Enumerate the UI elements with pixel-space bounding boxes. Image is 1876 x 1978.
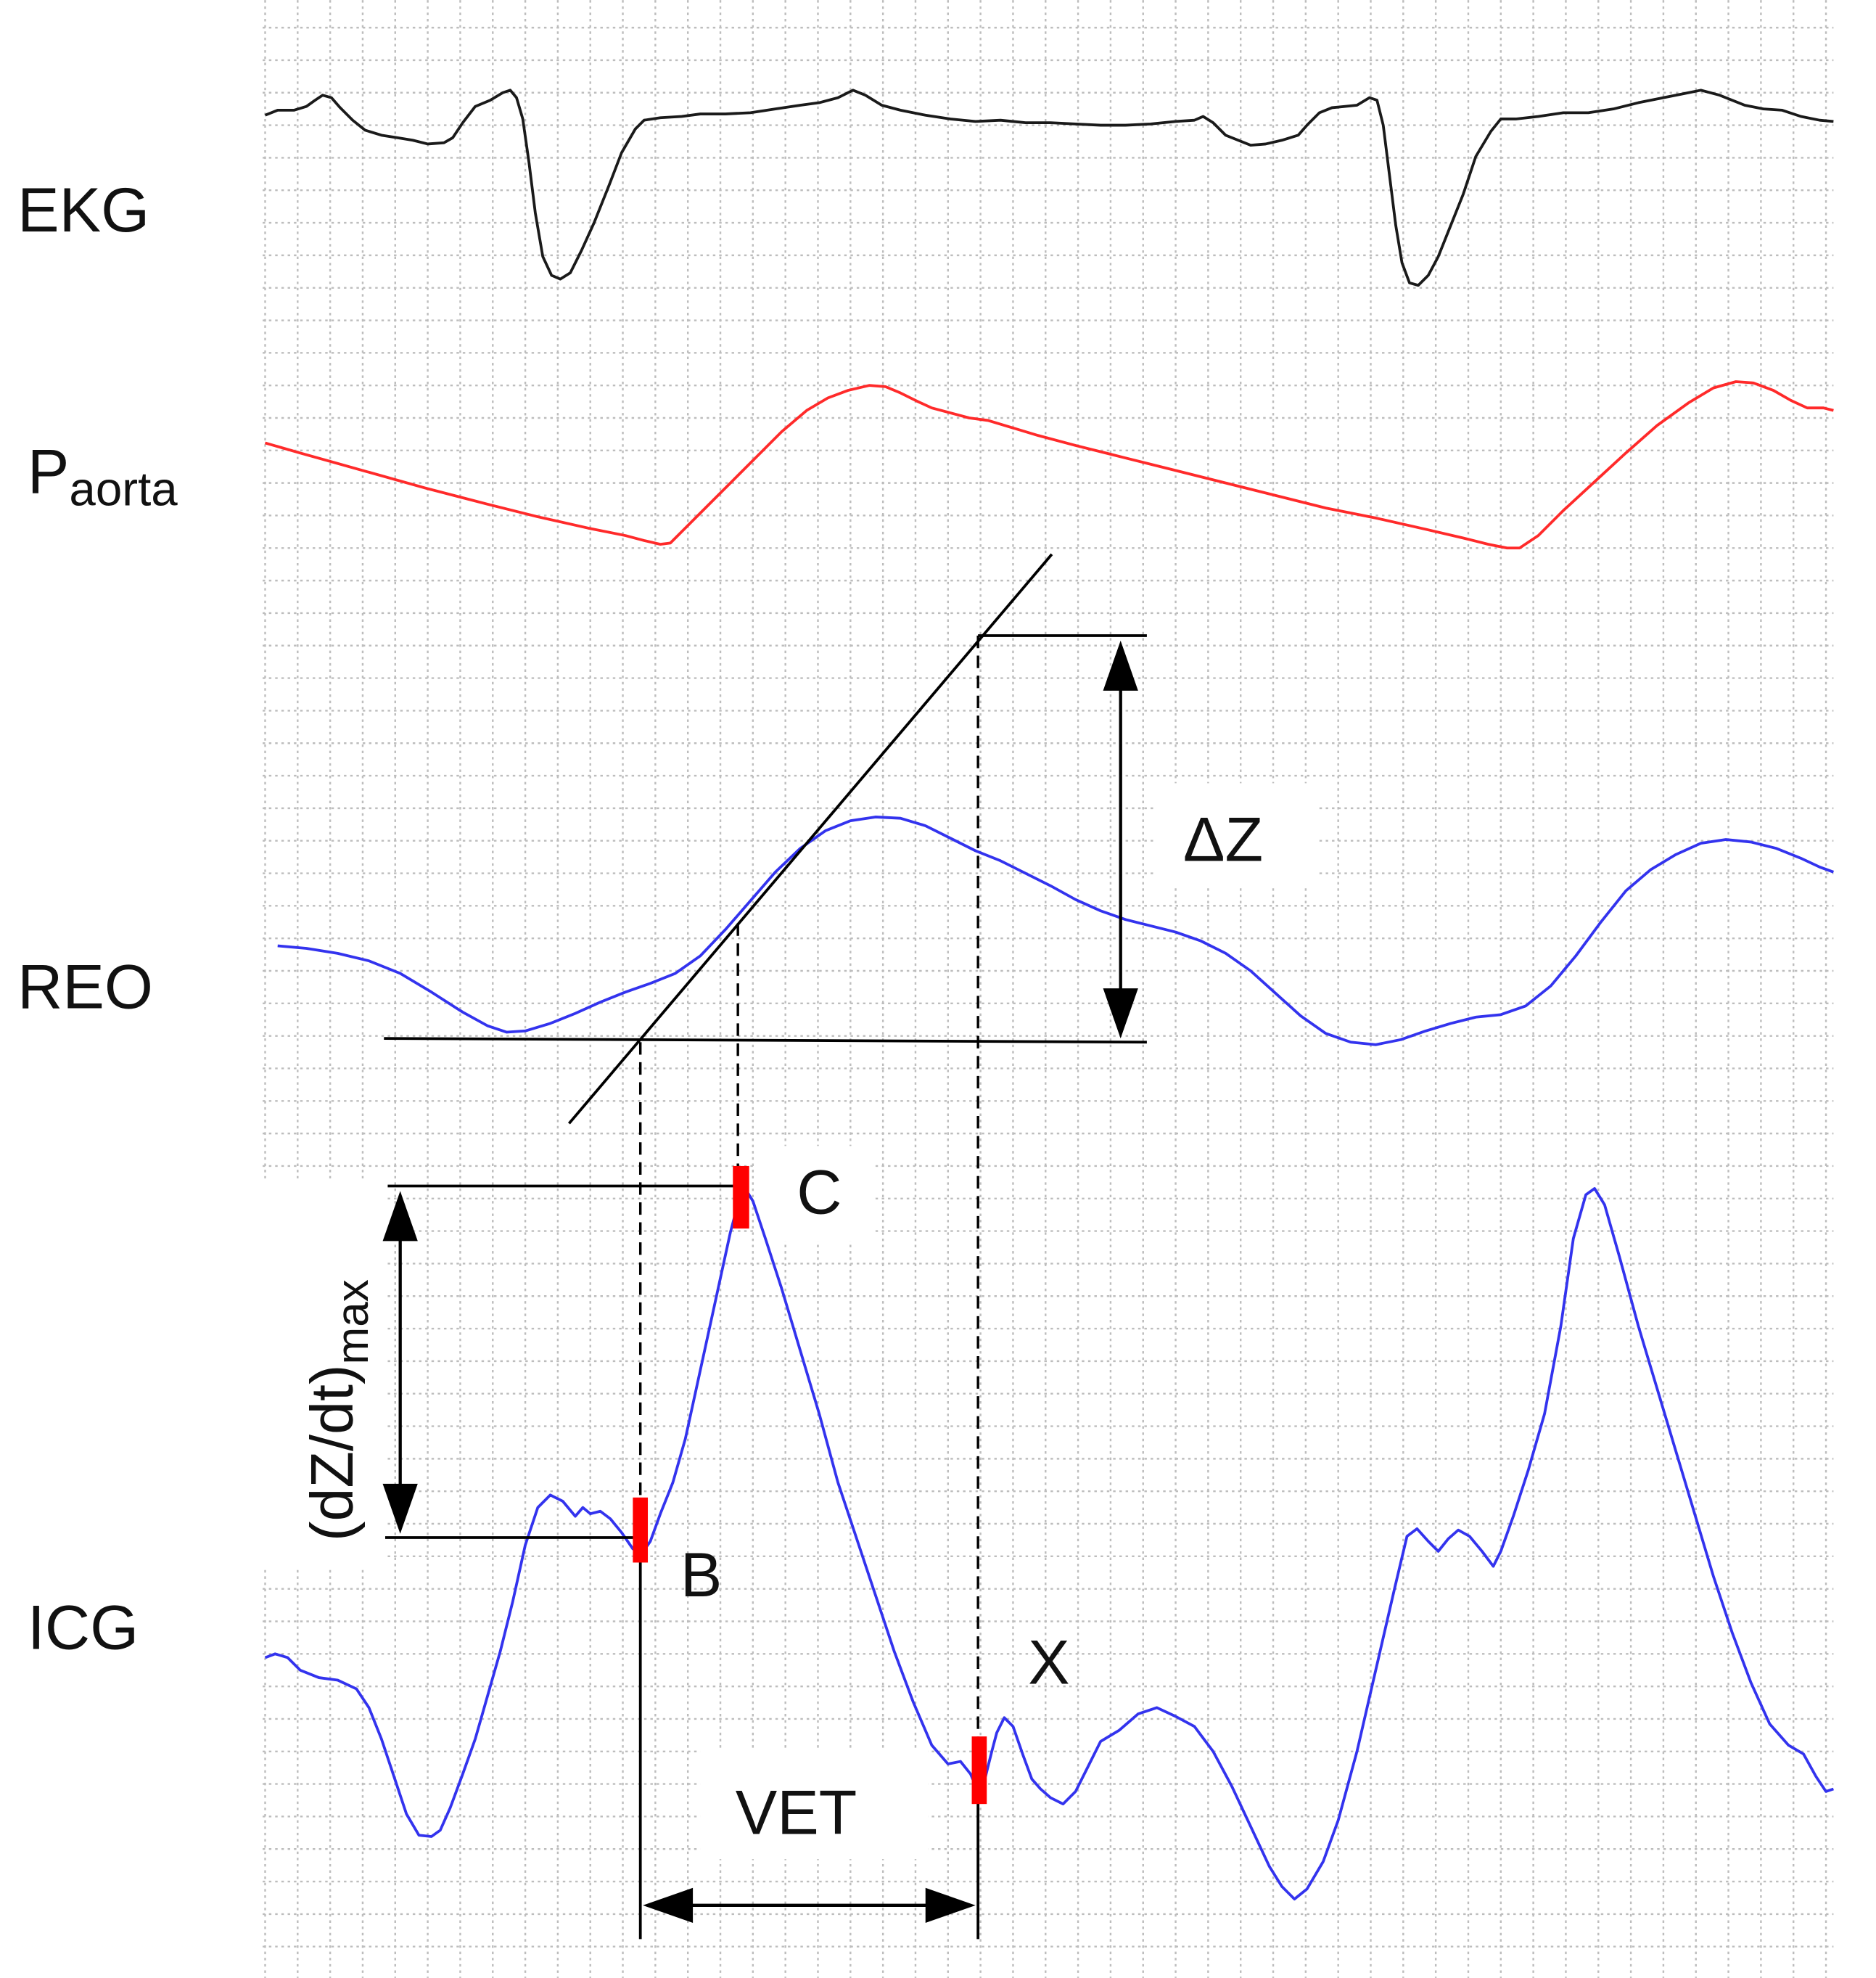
paorta-label-subscript: aorta <box>69 463 178 516</box>
marker-b <box>633 1497 649 1563</box>
marker-c <box>733 1165 749 1229</box>
point-b-label: B <box>680 1540 723 1610</box>
point-x-label: X <box>1028 1628 1069 1698</box>
delta-z-label: ΔZ <box>1183 805 1263 874</box>
measurement-arrows <box>382 640 1138 1923</box>
paorta-label: Paorta <box>28 437 178 515</box>
dashed-drop-lines <box>638 635 979 1746</box>
reo-tangent-line <box>567 553 1053 1125</box>
vet-arrow-left <box>643 1887 694 1923</box>
delta-z-arrow-up <box>1103 640 1138 691</box>
vet-arrow-right <box>925 1887 976 1923</box>
reo-baseline <box>384 1037 1147 1044</box>
reo-label: REO <box>17 953 153 1022</box>
delta-z-label-backdrop <box>1153 783 1319 886</box>
dzdt-max-label: (dZ/dt)max <box>298 1279 378 1541</box>
vet-label-backdrop <box>700 1749 929 1860</box>
dzdt-arrow-down <box>382 1483 418 1534</box>
vet-label: VET <box>736 1778 857 1848</box>
reo-trace <box>277 816 1835 1046</box>
icg-label: ICG <box>28 1593 139 1662</box>
delta-z-arrow-down <box>1103 988 1138 1039</box>
icg-trace <box>264 1187 1834 1901</box>
point-markers <box>633 1165 987 1805</box>
dzdt-label-subscript: max <box>328 1279 378 1364</box>
annotation-lines <box>384 553 1147 1940</box>
aortic-pressure-trace <box>264 380 1834 550</box>
marker-x <box>971 1736 987 1805</box>
ekg-label: EKG <box>17 176 149 245</box>
grid-lines <box>263 0 1834 1978</box>
dzdt-arrow-up <box>382 1191 418 1242</box>
ekg-trace <box>264 89 1834 287</box>
paorta-label-main: P <box>28 437 70 506</box>
c-label-backdrop <box>755 1146 876 1242</box>
dzdt-label-main: (dZ/dt) <box>298 1364 366 1541</box>
dzdt-label-backdrop <box>244 1178 385 1569</box>
point-c-label: C <box>797 1157 842 1227</box>
